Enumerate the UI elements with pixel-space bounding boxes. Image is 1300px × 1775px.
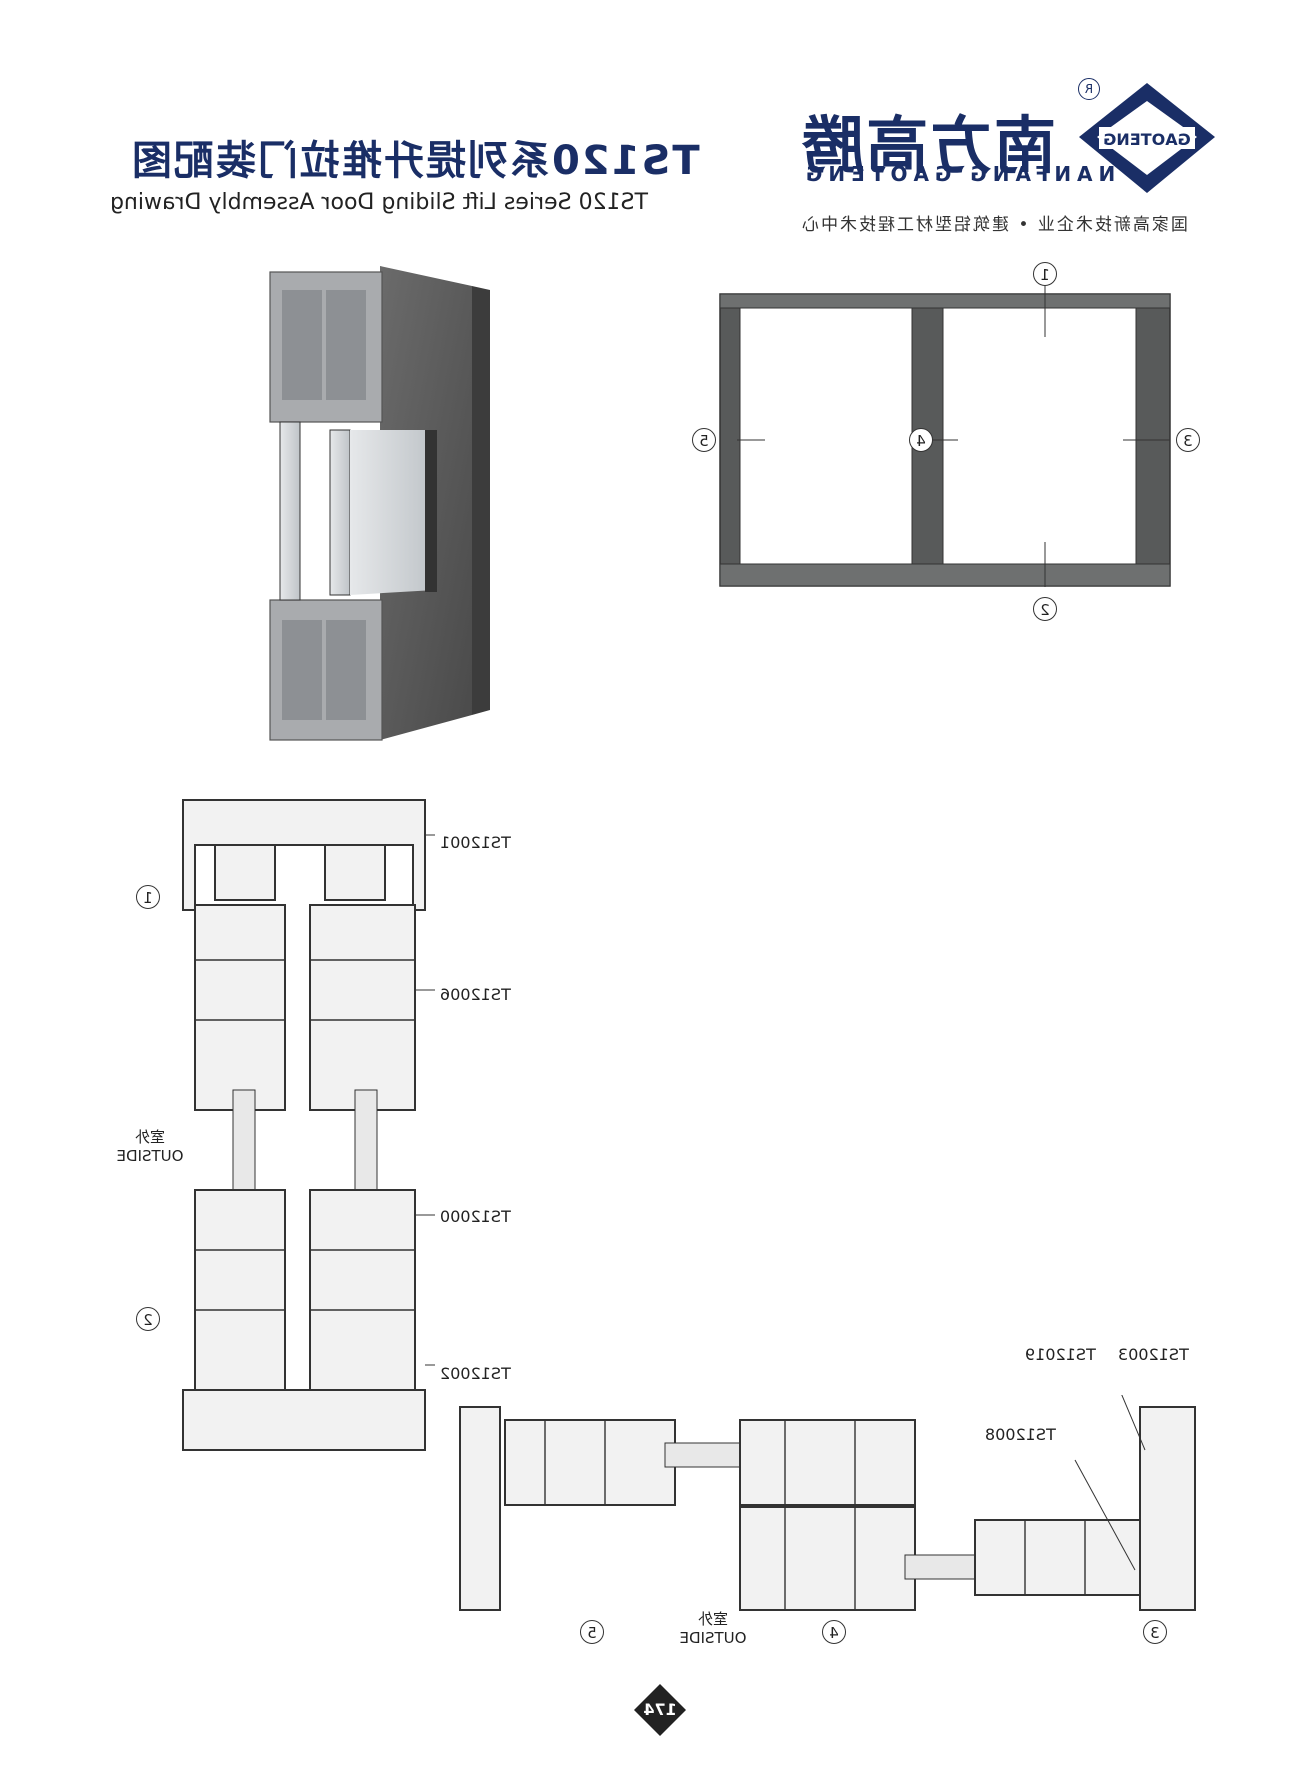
marker-1: 1 <box>1033 262 1057 286</box>
marker-5: 5 <box>692 428 716 452</box>
outside-label-bottom: 室外 OUTSIDE <box>668 1610 758 1648</box>
section-marker-4: 4 <box>822 1620 846 1644</box>
brand-tagline: 国家高新技术企业 • 建筑铝型材工程技术中心 <box>800 215 1188 235</box>
page-number: 174 <box>643 1700 677 1719</box>
label-ts12008: TS12008 <box>985 1425 1056 1444</box>
page-title: TS120系列提升推拉门装配图 <box>130 138 700 184</box>
profile-3d-render <box>269 266 490 741</box>
page-number-badge <box>634 1684 686 1736</box>
vertical-section-drawing <box>182 799 435 1451</box>
outside-en: OUTSIDE <box>116 1147 184 1165</box>
label-ts12001: TS12001 <box>440 833 511 852</box>
label-ts12002: TS12002 <box>440 1364 511 1383</box>
section-marker-5: 5 <box>580 1620 604 1644</box>
label-ts12006: TS12006 <box>440 985 511 1004</box>
outside-cn-bottom: 室外 <box>698 1610 729 1628</box>
marker-4: 4 <box>909 428 933 452</box>
label-ts12000: TS12000 <box>440 1207 511 1226</box>
door-elevation <box>719 274 1171 587</box>
marker-2: 2 <box>1033 597 1057 621</box>
brand-name-en: NANFANG GAOTENG <box>800 162 1116 186</box>
outside-en-bottom: OUTSIDE <box>679 1629 747 1647</box>
horizontal-section-drawing <box>459 1395 1196 1611</box>
registered-mark: R <box>1078 78 1100 100</box>
outside-label-left: 室外 OUTSIDE <box>105 1128 195 1166</box>
outside-cn: 室外 <box>135 1128 166 1146</box>
section-marker-1: 1 <box>136 885 160 909</box>
label-ts12003: TS12003 <box>1118 1345 1189 1364</box>
brand-logo-text: GAOTENG <box>1103 130 1190 149</box>
page-subtitle: TS120 Series Lift Sliding Door Assembly … <box>110 190 648 215</box>
brand-logo: GAOTENG <box>1079 83 1215 193</box>
section-marker-3: 3 <box>1143 1620 1167 1644</box>
section-marker-2: 2 <box>136 1307 160 1331</box>
label-ts12019: TS12019 <box>1025 1345 1096 1364</box>
marker-3: 3 <box>1176 428 1200 452</box>
